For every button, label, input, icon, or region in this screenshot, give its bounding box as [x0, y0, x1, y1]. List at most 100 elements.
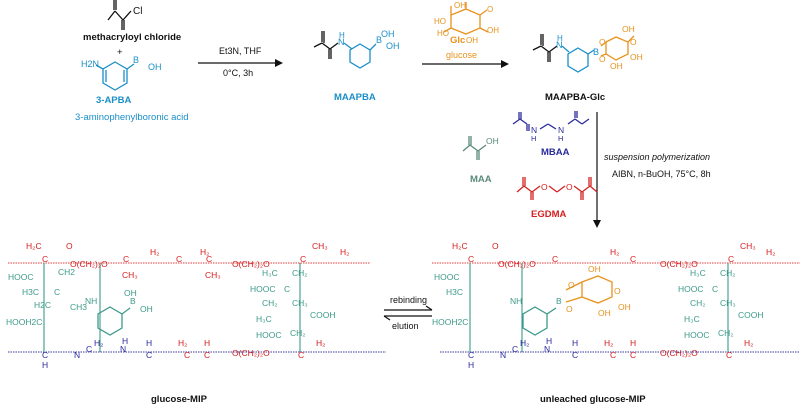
left-nh: NH [85, 296, 97, 306]
right-top-o1: O [492, 241, 499, 251]
left-top-h2b: H₂ [200, 247, 209, 257]
left-hooh: HOOH2C [6, 317, 42, 327]
left-top-ester2: O(CH₂)₂O [232, 259, 270, 269]
right-hooc: HOOC [434, 272, 460, 282]
left-top-c2: C [123, 254, 129, 264]
left-bot-c5: C [204, 350, 210, 360]
left-bot-c4: C [184, 350, 190, 360]
left-top-ch3c: CH₃ [312, 241, 328, 251]
left-mip-crosslink: HOOC CH2 H3C C H2C CH3 HOOH2C [6, 267, 87, 327]
egdma-o1: O [541, 182, 548, 192]
left-top-c5: C [300, 254, 306, 264]
right-bot-c6: C [726, 350, 732, 360]
right-h3c: H3C [446, 287, 463, 297]
right-top-h2b: H₂ [766, 247, 775, 257]
step1-reagents: Et3N, THF [219, 46, 262, 56]
right-mip-bottom-chain: C H N C H₂ N H C H H₂ C C H O(CH₂)₂O C H… [468, 336, 753, 370]
maapba-glc-oh3: OH [610, 61, 623, 71]
mbaa-n1: N [531, 125, 537, 135]
left-top-ch3b: CH₃ [205, 270, 221, 280]
left-rg-hooc2: HOOC [256, 330, 282, 340]
maa-label: MAA [470, 174, 492, 185]
right-oh1: OH [588, 264, 601, 274]
left-top-o1: O [66, 241, 73, 251]
left-top-h2a: H₂ [150, 247, 159, 257]
right-bot-h2: H₂ [520, 338, 529, 348]
left-mip-right-group: H₃C CH₂ HOOC C CH₃ CH₂ COOH H₃C HOOC CH₂ [250, 268, 336, 340]
glc-label: Glc [450, 35, 465, 46]
left-rg-h3c: H₃C [262, 268, 278, 278]
right-top-h2c: H₂C [452, 241, 468, 251]
right-rg-hooc2: HOOC [684, 330, 710, 340]
left-rg-h3c2: H₃C [256, 314, 272, 324]
left-bot-n2: N [120, 344, 126, 354]
left-c: C [54, 287, 60, 297]
right-bot-c: C [468, 350, 474, 360]
right-rg-ch3: CH₃ [720, 298, 736, 308]
right-nh: NH [510, 296, 522, 306]
left-rg-ch2c: CH₂ [290, 328, 306, 338]
right-boronic-ester [522, 275, 613, 336]
maapba-structure [313, 31, 377, 69]
right-top-c2: C [552, 254, 558, 264]
right-mip-right-group: H₃C CH₂ HOOC C CH₃ CH₂ COOH H₃C HOOC CH₂ [678, 268, 764, 340]
right-rg-cooh: COOH [738, 310, 764, 320]
glucose-oh-d: OH [466, 36, 478, 45]
left-mip-backbone [8, 262, 386, 353]
right-mip-backbone [432, 262, 800, 353]
left-bot-h4: H [146, 338, 152, 348]
left-oh1: OH [124, 288, 137, 298]
right-bot-h5: H [630, 338, 636, 348]
left-h2c: H2C [34, 300, 51, 310]
apba-oh-label: OH [148, 62, 162, 72]
plus-sign: + [117, 47, 123, 58]
maapba-n-label: N [338, 37, 345, 47]
equilibrium-arrows [383, 305, 433, 321]
right-top-c3: C [630, 254, 636, 264]
right-o2: O [566, 304, 573, 314]
left-bot-h5: H [204, 338, 210, 348]
maapba-glc-o2: O [599, 54, 606, 64]
maapba-glc-b: B [593, 47, 599, 57]
maapba-glc-h: H [557, 34, 563, 43]
maapba-label: MAAPBA [334, 92, 376, 103]
methacryloyl-chloride-label: methacryloyl chloride [83, 32, 181, 43]
left-rg-ch3: CH₃ [292, 298, 308, 308]
maapba-b-label: B [376, 35, 382, 45]
methacryloyl-chloride-structure [107, 0, 132, 30]
right-b: B [556, 296, 562, 306]
left-top-h2c2: H₂ [340, 247, 349, 257]
maapba-glc-label: MAAPBA-Glc [545, 92, 605, 103]
maa-oh: OH [486, 136, 499, 146]
apba-name-label: 3-aminophenylboronic acid [75, 112, 189, 123]
right-top-c1: C [468, 254, 474, 264]
polymerization-method: suspension polymerization [604, 152, 710, 162]
right-top-ester: O(CH₂)₂O [498, 259, 536, 269]
right-top-ch3: CH₃ [740, 241, 756, 251]
mbaa-n2: N [558, 125, 564, 135]
maapba-glc-oh2: OH [630, 52, 643, 62]
apba-b-label: B [133, 55, 139, 65]
right-bot-n2: N [544, 344, 550, 354]
left-bot-h2c: H₂ [316, 338, 325, 348]
left-top-c4: C [206, 254, 212, 264]
egdma-o2: O [566, 182, 573, 192]
right-bot-h2b: H₂ [604, 338, 613, 348]
right-hooh: HOOH2C [432, 317, 468, 327]
right-rg-h3c: H₃C [690, 268, 706, 278]
left-top-c1: C [42, 254, 48, 264]
left-bot-n1: N [74, 350, 80, 360]
right-product-label: unleached glucose-MIP [540, 394, 646, 405]
right-bot-h2c: H₂ [744, 338, 753, 348]
maapba-glc-n: N [556, 40, 563, 50]
right-mip-top-chain: H₂C C O O(CH₂)₂O C H₂ C O(CH₂)₂O C CH₃ H… [452, 241, 775, 269]
polymerization-conditions: AIBN, n-BuOH, 75°C, 8h [612, 169, 711, 179]
left-rg-ch2a: CH₂ [292, 268, 308, 278]
right-bot-c5: C [630, 350, 636, 360]
left-product-label: glucose-MIP [151, 394, 208, 405]
maapba-oh1-label: OH [381, 29, 395, 39]
egdma-label: EGDMA [531, 209, 567, 220]
maapba-oh2-label: OH [386, 41, 400, 51]
